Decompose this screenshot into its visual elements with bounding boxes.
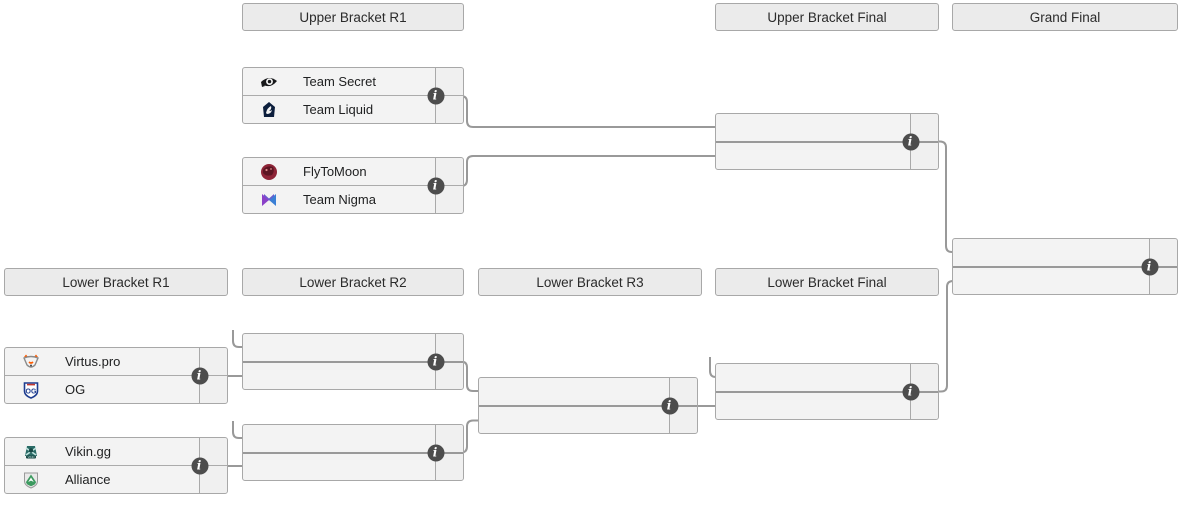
info-glyph: i <box>1146 259 1152 274</box>
match-lower-r2-2: i <box>242 424 464 481</box>
info-glyph: i <box>196 458 202 473</box>
header-label: Upper Bracket Final <box>767 9 887 25</box>
info-glyph: i <box>907 134 913 149</box>
match-info-icon[interactable]: i <box>427 87 445 104</box>
team-name[interactable]: OG <box>65 382 86 397</box>
match-info-icon[interactable]: i <box>427 177 445 194</box>
match-upper-r1-2: FlyToMoon Team Nigma i <box>242 157 464 214</box>
team-row[interactable]: Virtus.pro <box>5 348 200 375</box>
dropdown-stub-line <box>232 421 242 439</box>
team-name[interactable]: Team Nigma <box>303 192 376 207</box>
header-label: Lower Bracket R2 <box>299 274 407 290</box>
match-divider <box>243 360 463 363</box>
connector-line <box>437 95 715 128</box>
match-info-icon[interactable]: i <box>902 383 920 400</box>
team-name[interactable]: FlyToMoon <box>303 164 367 179</box>
team-secret-logo-icon <box>259 72 279 92</box>
match-lower-r2-1: i <box>242 333 464 390</box>
info-glyph: i <box>666 398 672 413</box>
info-glyph: i <box>432 354 438 369</box>
vikingg-logo-icon: VIKIN <box>21 442 41 462</box>
info-glyph: i <box>907 384 913 399</box>
header-lower-bracket-final: Lower Bracket Final <box>715 268 939 296</box>
flytomoon-logo-icon <box>259 162 279 182</box>
header-upper-bracket-r1: Upper Bracket R1 <box>242 3 464 31</box>
team-row[interactable]: Team Nigma <box>243 186 436 213</box>
match-divider <box>479 404 697 407</box>
dropdown-stub-line <box>232 330 242 348</box>
match-info-icon[interactable]: i <box>427 353 445 370</box>
match-lower-r1-2: VIKIN Vikin.gg Alliance i <box>4 437 228 494</box>
svg-text:VIKIN: VIKIN <box>28 455 35 459</box>
match-divider <box>243 94 463 96</box>
match-lower-r3: i <box>478 377 698 434</box>
match-grand-final: i <box>952 238 1178 295</box>
team-row[interactable]: Alliance <box>5 466 200 493</box>
team-row[interactable]: FlyToMoon <box>243 158 436 185</box>
match-divider <box>953 265 1177 268</box>
match-info-icon[interactable]: i <box>427 444 445 461</box>
team-name[interactable]: Team Liquid <box>303 102 374 117</box>
header-label: Lower Bracket R1 <box>62 274 170 290</box>
match-info-icon[interactable]: i <box>661 397 679 414</box>
team-name[interactable]: Vikin.gg <box>65 444 112 459</box>
match-divider <box>243 451 463 454</box>
info-glyph: i <box>432 88 438 103</box>
match-lower-final: i <box>715 363 939 420</box>
team-name[interactable]: Virtus.pro <box>65 354 121 369</box>
match-lower-r1-1: Virtus.pro OG OG i <box>4 347 228 404</box>
header-lower-bracket-r3: Lower Bracket R3 <box>478 268 702 296</box>
team-name[interactable]: Alliance <box>65 472 111 487</box>
team-name[interactable]: Team Secret <box>303 74 376 89</box>
header-upper-bracket-final: Upper Bracket Final <box>715 3 939 31</box>
match-info-icon[interactable]: i <box>191 367 209 384</box>
match-upper-final: i <box>715 113 939 170</box>
team-row[interactable]: Team Liquid <box>243 96 436 123</box>
match-divider <box>5 464 227 466</box>
virtuspro-logo-icon <box>21 352 41 372</box>
team-row[interactable]: Team Secret <box>243 68 436 95</box>
connector-line <box>437 155 715 187</box>
team-liquid-logo-icon <box>259 100 279 120</box>
header-label: Grand Final <box>1029 9 1101 25</box>
alliance-logo-icon <box>21 470 41 490</box>
header-label: Lower Bracket R3 <box>536 274 644 290</box>
info-glyph: i <box>432 445 438 460</box>
team-row[interactable]: VIKIN Vikin.gg <box>5 438 200 465</box>
header-label: Upper Bracket R1 <box>299 9 407 25</box>
header-lower-bracket-r1: Lower Bracket R1 <box>4 268 228 296</box>
match-info-icon[interactable]: i <box>1141 258 1159 275</box>
header-label: Lower Bracket Final <box>767 274 887 290</box>
svg-text:OG: OG <box>26 388 37 395</box>
match-divider <box>716 140 938 143</box>
match-divider <box>243 184 463 186</box>
team-row[interactable]: OG OG <box>5 376 200 403</box>
header-grand-final: Grand Final <box>952 3 1178 31</box>
match-divider <box>716 390 938 393</box>
match-divider <box>5 374 227 376</box>
info-glyph: i <box>196 368 202 383</box>
team-nigma-logo-icon <box>259 190 279 210</box>
header-lower-bracket-r2: Lower Bracket R2 <box>242 268 464 296</box>
og-logo-icon: OG <box>21 380 41 400</box>
info-glyph: i <box>432 178 438 193</box>
match-upper-r1-1: Team Secret Team Liquid i <box>242 67 464 124</box>
match-info-icon[interactable]: i <box>191 457 209 474</box>
match-info-icon[interactable]: i <box>902 133 920 150</box>
